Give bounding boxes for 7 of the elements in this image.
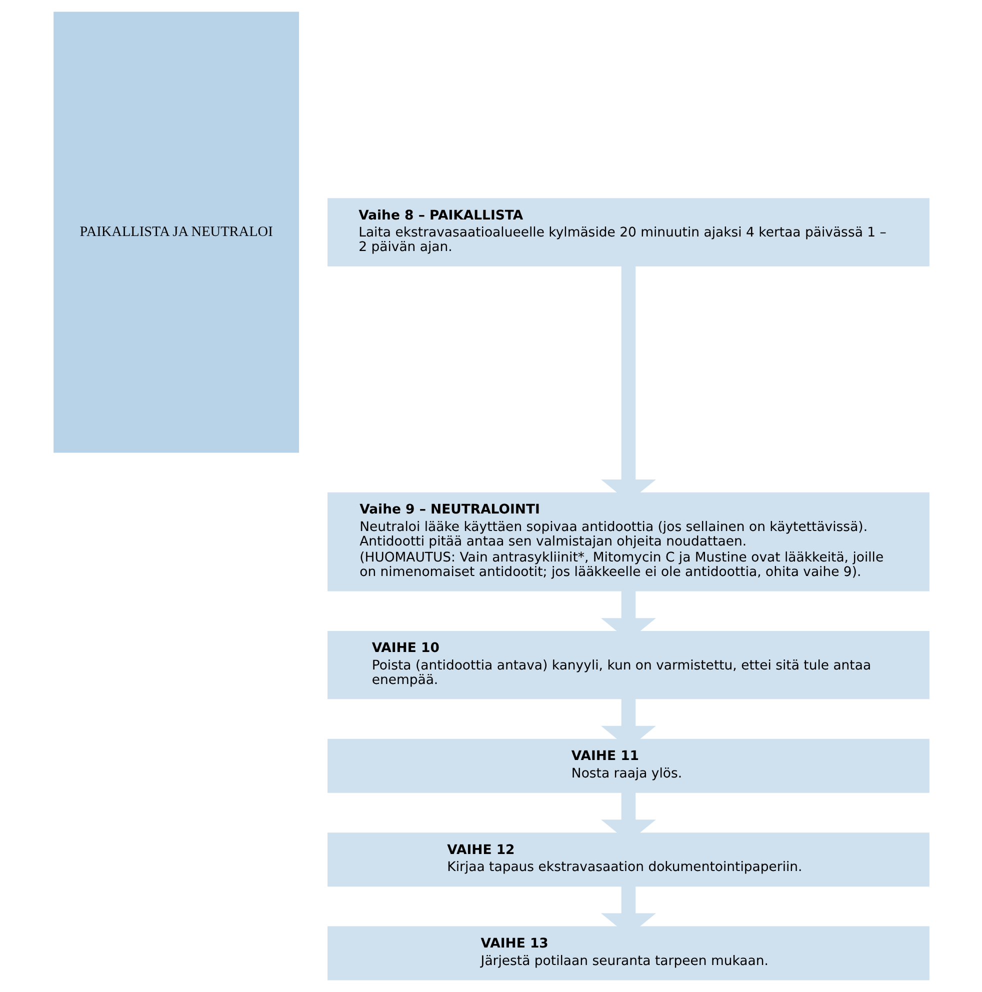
node-box: VAIHE 12 Kirjaa tapaus ekstravasaation dokumentointipaperiin. xyxy=(327,832,929,887)
node-box: PAIKALLISTA JA NEUTRALOI xyxy=(53,12,299,453)
node-box: VAIHE 10 Poista (antidoottia antava) kanyyli, kun on varmistettu, ettei sitä tule antaa enempää. xyxy=(327,630,929,700)
node-box: Vaihe 8 – PAIKALLISTA Laita ekstravasaatioalueelle kylmäside 20 minuutin ajaksi 4 kertaa päivässä 1 – 2 päivän ajan. xyxy=(327,198,929,266)
node-box: VAIHE 11 Nosta raaja ylös. xyxy=(327,738,929,793)
node-box: Vaihe 9 – NEUTRALOINTI Neutraloi lääke käyttäen sopivaa antidoottia (jos sellainen on käytettävissä). Antidootti pitää antaa sen valmistajan ohjeita noudattaen. (HUOMAUTUS: Vain antrasykliinit*, Mitomycin C ja Mustine ovat lääkkeitä, joille on nimenomaiset antidootit; jos lääkkeelle ei ole antidoottia, ohita vaihe 9). xyxy=(327,492,929,592)
node-box: VAIHE 13 Järjestä potilaan seuranta tarpeen mukaan. xyxy=(327,926,929,980)
